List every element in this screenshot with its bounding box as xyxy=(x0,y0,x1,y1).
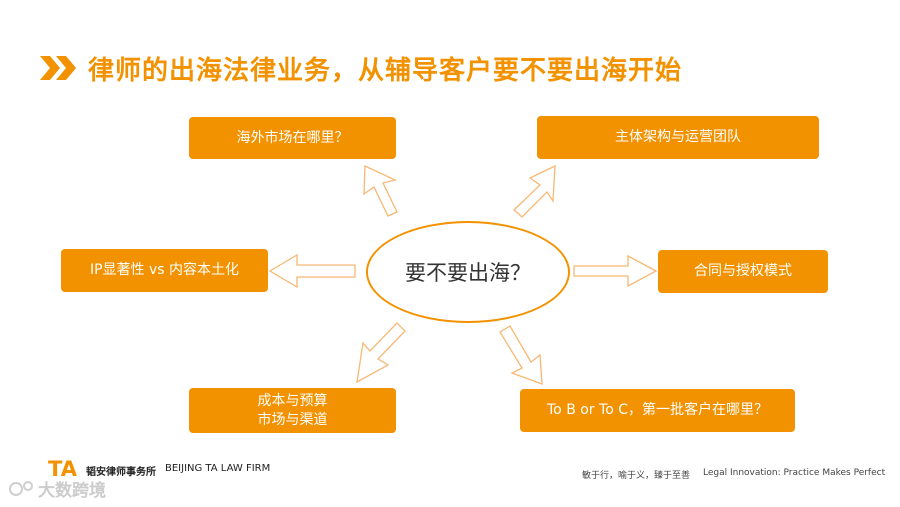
node-overseas-market-label: 海外市场在哪里？ xyxy=(236,129,349,146)
node-entity-structure-label: 主体架构与运营团队 xyxy=(615,129,741,145)
arrow-up-left xyxy=(363,164,398,217)
node-entity-structure: 主体架构与运营团队 xyxy=(537,116,819,159)
node-contract-license: 合同与授权模式 xyxy=(658,250,828,293)
ta-logo-icon: TA xyxy=(48,457,78,479)
arrow-right xyxy=(573,254,658,288)
node-cost-budget-line2: 市场与渠道 xyxy=(257,411,328,428)
node-overseas-market: 海外市场在哪里？ xyxy=(189,117,396,159)
node-cost-budget-line1: 成本与预算 xyxy=(257,392,328,409)
node-cost-budget: 成本与预算 市场与渠道 xyxy=(189,388,396,433)
arrow-down-right xyxy=(499,325,543,385)
node-contract-license-label: 合同与授权模式 xyxy=(694,263,792,279)
node-first-customers-label: To B or To C，第一批客户在哪里？ xyxy=(547,402,768,418)
firm-name-en: BEIJING TA LAW FIRM xyxy=(165,463,271,474)
slide-title: 律师的出海法律业务，从辅导客户要不要出海开始 xyxy=(88,55,683,86)
double-chevron-icon xyxy=(40,56,76,80)
title-bar: 律师的出海法律业务，从辅导客户要不要出海开始 xyxy=(38,48,682,88)
center-question: 要不要出海？ xyxy=(366,221,570,323)
arrow-up-right xyxy=(513,164,556,218)
firm-name-cn: 韬安律师事务所 xyxy=(86,467,156,478)
firm-slogan: Legal Innovation: Practice Makes Perfect xyxy=(703,468,886,478)
node-first-customers: To B or To C，第一批客户在哪里？ xyxy=(520,389,795,432)
node-ip-localization: IP显著性 vs 内容本土化 xyxy=(61,249,268,292)
center-label: 要不要出海？ xyxy=(405,261,531,285)
watermark-text: 大数跨境 xyxy=(38,481,106,501)
ta-logo-text: TA xyxy=(48,457,78,479)
arrow-down-left xyxy=(356,322,406,384)
arrow-left xyxy=(268,253,356,289)
node-ip-localization-label: IP显著性 vs 内容本土化 xyxy=(89,262,240,278)
firm-motto: 敏于行，喻于义，臻于至善 xyxy=(582,471,691,481)
watermark-logo-icon xyxy=(9,481,33,496)
